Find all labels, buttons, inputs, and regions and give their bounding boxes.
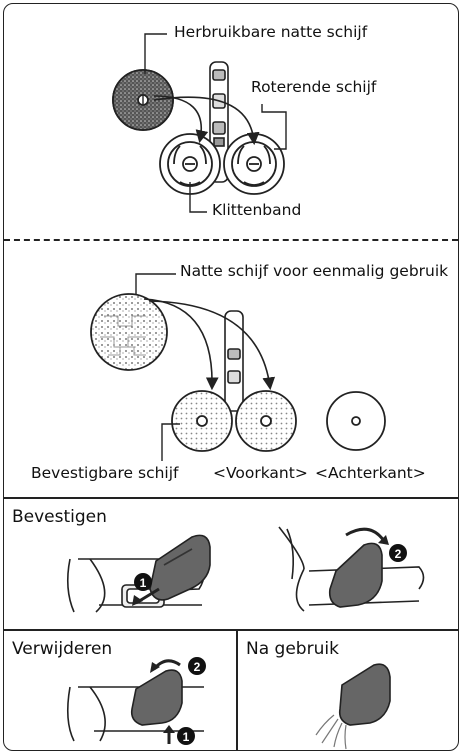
leader-rotating-disc — [261, 104, 287, 150]
attach-pad-left — [149, 534, 211, 601]
svg-text:1: 1 — [183, 730, 190, 744]
rotating-disc-label: Roterende schijf — [251, 78, 377, 96]
remove-section: Verwijderen 2 1 — [4, 631, 236, 750]
step-1-badge — [134, 573, 152, 591]
front-label: <Voorkant> — [213, 464, 308, 482]
velcro-label: Klittenband — [212, 201, 302, 219]
step-2-badge — [389, 544, 407, 562]
arrow-to-left-disc — [153, 95, 209, 144]
divider-solid-2 — [4, 629, 458, 631]
remove-step-1-badge — [177, 727, 195, 745]
arrow-to-right-attach — [148, 300, 276, 391]
attach-title: Bevestigen — [12, 507, 107, 527]
reusable-pad-label: Herbruikbare natte schijf — [174, 23, 368, 41]
attach-section: Bevestigen 1 — [4, 499, 458, 628]
mop-stick-2 — [224, 310, 244, 412]
divider-dashed — [4, 239, 458, 241]
attachable-disc-left — [171, 390, 233, 452]
reusable-pad-illustration — [112, 33, 287, 213]
rotate-arrow — [345, 527, 386, 542]
used-pad — [338, 663, 391, 726]
disposable-pad-section: Natte schijf voor eenmalig gebruik Beves… — [4, 241, 458, 497]
right-rotating-disc — [223, 133, 285, 195]
disc-back-side — [326, 391, 386, 451]
leader-attachable-disc — [161, 423, 180, 461]
attachable-disc-label: Bevestigbare schijf — [31, 464, 179, 482]
svg-text:2: 2 — [395, 547, 402, 561]
back-label: <Achterkant> — [315, 464, 426, 482]
disposable-pad-illustration — [90, 273, 386, 461]
divider-solid-1 — [4, 497, 458, 499]
svg-text:1: 1 — [140, 576, 147, 590]
after-use-illustration — [315, 663, 391, 750]
after-use-section: Na gebruik — [238, 631, 458, 750]
attach-pad-right — [328, 542, 383, 608]
remove-illustration: 2 1 — [66, 657, 206, 745]
attachable-disc-right — [235, 390, 297, 452]
remove-title: Verwijderen — [12, 639, 113, 659]
after-use-title: Na gebruik — [246, 639, 339, 659]
arrow-to-right-disc — [153, 96, 260, 146]
leader-velcro — [189, 182, 207, 213]
leader-reusable-pad — [144, 33, 167, 74]
remove-pad — [130, 669, 183, 726]
instruction-panel: Herbruikbare natte schijf Roterende schi… — [3, 3, 459, 751]
divider-vertical — [236, 629, 238, 750]
reusable-wet-pad — [112, 69, 174, 131]
reusable-pad-section: Herbruikbare natte schijf Roterende schi… — [4, 4, 458, 238]
remove-step-2-badge — [188, 657, 206, 675]
disposable-pad-label: Natte schijf voor eenmalig gebruik — [180, 262, 449, 280]
drip-lines — [315, 714, 347, 750]
leader-disposable-pad — [135, 273, 176, 295]
disposable-wet-pad — [90, 293, 168, 371]
svg-text:2: 2 — [194, 660, 201, 674]
attach-illustration: 1 2 — [66, 526, 425, 613]
